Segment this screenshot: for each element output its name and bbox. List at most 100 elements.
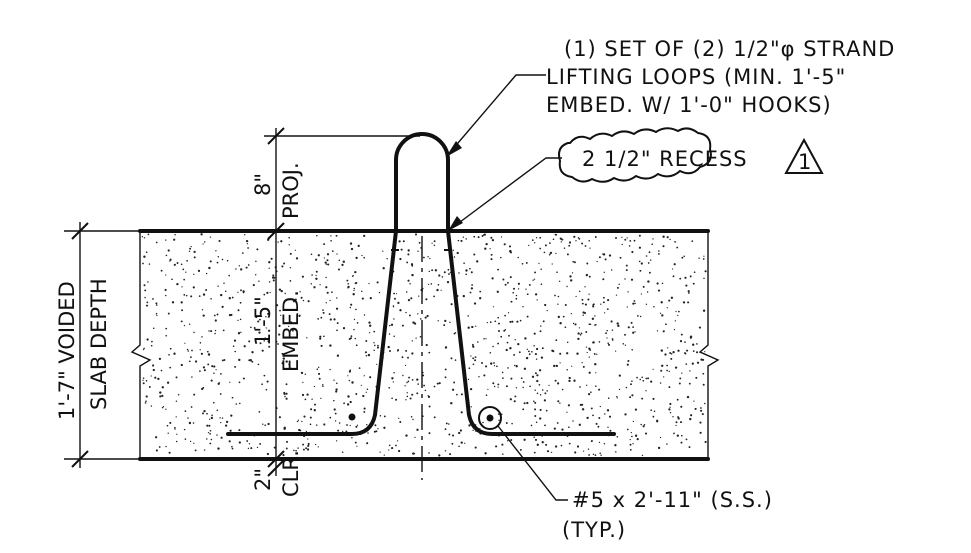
stipple-dot (300, 296, 303, 299)
stipple-dot (285, 447, 288, 450)
leader-recess-arrow (448, 216, 463, 231)
stipple-dot (551, 263, 553, 265)
stipple-dot (509, 347, 512, 350)
stipple-dot (485, 394, 488, 397)
stipple-dot (536, 374, 539, 377)
stipple-dot (424, 316, 427, 319)
stipple-dot (288, 363, 290, 366)
stipple-dot (692, 350, 695, 352)
stipple-dot (700, 358, 703, 361)
stipple-dot (505, 422, 508, 424)
stipple-dot (640, 293, 643, 295)
stipple-dot (566, 341, 569, 344)
stipple-dot (625, 269, 628, 272)
stipple-dot (200, 352, 203, 355)
stipple-dot (596, 260, 598, 263)
stipple-dot (280, 289, 283, 293)
stipple-dot (559, 352, 562, 355)
stipple-dot (209, 418, 211, 420)
note-loops-line3: EMBED. W/ 1'-0" HOOKS) (546, 93, 832, 117)
stipple-dot (676, 434, 679, 437)
stipple-dot (285, 392, 288, 395)
stipple-dot (199, 342, 202, 344)
stipple-dot (460, 441, 463, 444)
stipple-dot (296, 420, 299, 423)
stipple-dot (410, 297, 413, 300)
stipple-dot (284, 292, 286, 295)
stipple-dot (700, 407, 702, 409)
stipple-dot (405, 311, 407, 314)
stipple-dot (630, 321, 633, 324)
stipple-dot (540, 356, 544, 359)
stipple-dot (206, 438, 208, 440)
stipple-dot (490, 258, 493, 261)
stipple-dot (592, 453, 595, 456)
stipple-dot (591, 317, 595, 320)
note-loops-line2: LIFTING LOOPS (MIN. 1'-5" (546, 65, 846, 89)
stipple-dot (346, 279, 349, 282)
stipple-dot (330, 235, 332, 237)
stipple-dot (550, 451, 553, 454)
stipple-dot (265, 388, 268, 391)
stipple-dot (559, 237, 562, 240)
stipple-dot (267, 422, 270, 426)
stipple-dot (322, 385, 324, 387)
stipple-dot (193, 250, 196, 254)
stipple-dot (405, 349, 408, 352)
stipple-dot (668, 408, 671, 411)
stipple-dot (492, 306, 495, 308)
stipple-dot (173, 352, 176, 355)
stipple-dot (536, 443, 539, 446)
stipple-dot (514, 339, 516, 341)
stipple-dot (704, 351, 706, 353)
stipple-dot (524, 337, 527, 340)
stipple-dot (348, 337, 351, 341)
stipple-dot (307, 442, 310, 445)
stipple-dot (145, 395, 148, 398)
stipple-dot (568, 442, 571, 445)
stipple-dot (326, 291, 329, 294)
stipple-dot (639, 378, 642, 381)
stipple-dot (363, 375, 365, 377)
break-line-right (698, 231, 720, 459)
stipple-dot (314, 443, 317, 446)
stipple-dot (640, 423, 642, 426)
stipple-dot (572, 260, 575, 263)
stipple-dot (213, 401, 215, 404)
stipple-dot (498, 330, 500, 332)
stipple-dot (306, 337, 308, 339)
stipple-dot (657, 446, 661, 450)
stipple-dot (288, 325, 290, 328)
stipple-dot (525, 356, 529, 360)
stipple-dot (534, 438, 538, 441)
stipple-dot (450, 357, 453, 360)
stipple-dot (162, 406, 165, 408)
stipple-dot (496, 365, 498, 368)
stipple-dot (652, 368, 654, 370)
stipple-dot (414, 233, 418, 236)
stipple-dot (237, 309, 240, 312)
stipple-dot (228, 297, 231, 300)
lifting-loop (394, 132, 450, 233)
stipple-dot (323, 243, 326, 246)
leader-loops-arrow (446, 141, 462, 157)
stipple-dot (349, 424, 351, 427)
stipple-dot (297, 447, 299, 449)
stipple-dot (268, 261, 271, 264)
stipple-dot (356, 322, 359, 324)
stipple-dot (561, 428, 564, 431)
stipple-dot (522, 386, 524, 389)
stipple-dot (363, 410, 366, 413)
stipple-dot (607, 343, 611, 346)
stipple-dot (564, 303, 567, 307)
stipple-dot (210, 416, 214, 420)
stipple-dot (677, 417, 680, 420)
stipple-dot (144, 402, 147, 404)
stipple-dot (553, 427, 556, 430)
stipple-dot (392, 381, 394, 383)
stipple-dot (526, 293, 529, 296)
stipple-dot (640, 262, 643, 265)
stipple-dot (374, 344, 376, 347)
stipple-dot (358, 367, 361, 369)
stipple-dot (272, 274, 275, 277)
